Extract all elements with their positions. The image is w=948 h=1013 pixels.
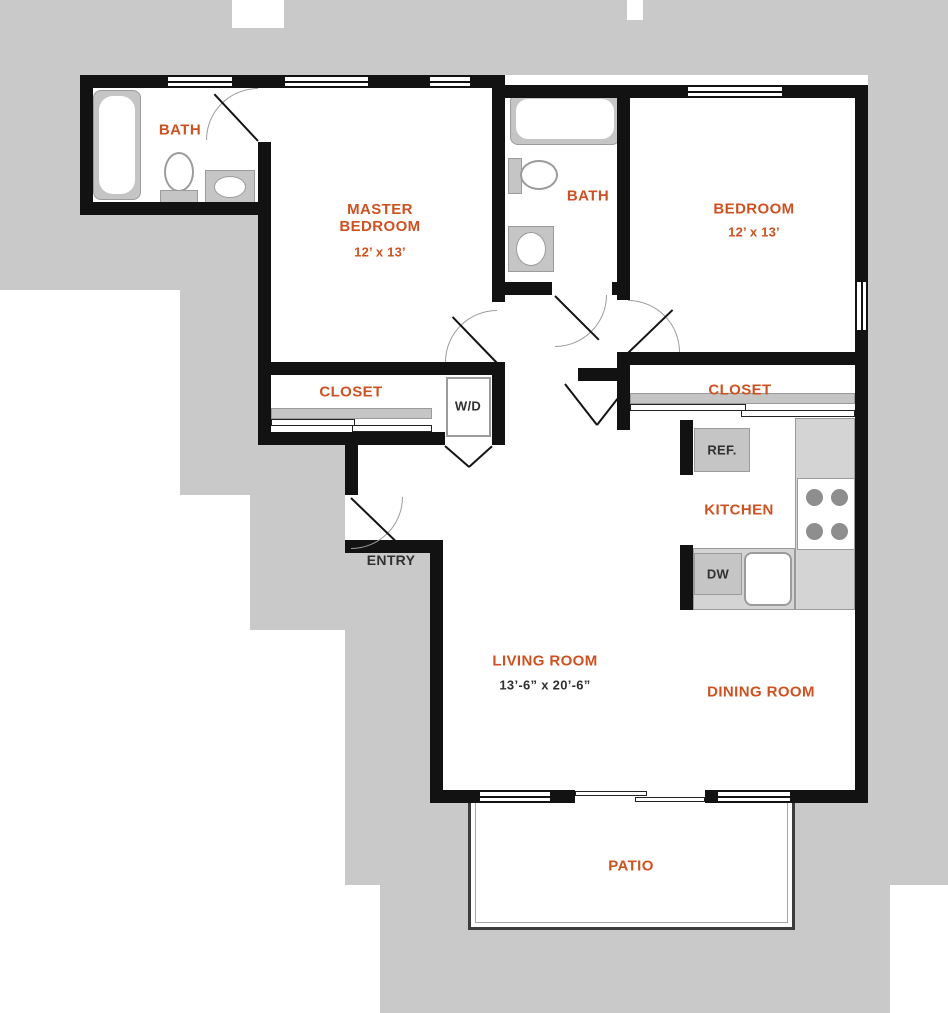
context-gap	[627, 0, 643, 20]
sink-basin	[516, 232, 546, 266]
label-living-room-dims: 13’-6” x 20’-6”	[499, 677, 591, 693]
closet-left-sliding-door	[271, 419, 355, 426]
label-bath-2: BATH	[566, 187, 610, 205]
washer-dryer-fixture	[446, 377, 491, 437]
wall-segment	[492, 362, 505, 445]
context-building	[250, 540, 345, 630]
label-dining-room: DINING ROOM	[707, 683, 815, 701]
label-master-bedroom-dims: 12’ x 13’	[354, 244, 406, 260]
label-patio: PATIO	[608, 857, 654, 875]
wall-segment	[505, 85, 868, 98]
bathtub-basin	[99, 96, 135, 194]
closet-left-shelf	[271, 408, 432, 419]
patio-sliding-door	[575, 790, 705, 803]
label-dishwasher: DW	[706, 566, 730, 582]
label-washer-dryer: W/D	[454, 398, 482, 414]
wall-segment	[345, 432, 358, 495]
toilet-fixture	[520, 160, 558, 190]
context-building	[180, 445, 345, 495]
context-building	[345, 553, 430, 630]
sink-basin	[214, 176, 246, 198]
closet-right-sliding-door	[630, 404, 746, 411]
context-building	[0, 215, 258, 290]
window	[168, 75, 232, 88]
label-refrigerator: REF.	[707, 442, 737, 458]
sliding-panel	[635, 797, 705, 802]
context-building	[0, 0, 948, 75]
window	[855, 282, 868, 330]
stove-burner	[831, 523, 848, 540]
window	[718, 790, 790, 803]
context-building	[180, 290, 258, 445]
stove-burner	[831, 489, 848, 506]
wall-segment	[855, 85, 868, 803]
closet-right-sliding-door	[741, 410, 855, 417]
label-closet-left: CLOSET	[319, 383, 383, 401]
closet-right-shelf	[630, 393, 855, 404]
closet-left-sliding-door	[352, 425, 432, 432]
label-closet-right: CLOSET	[708, 381, 772, 399]
toilet-fixture	[164, 152, 194, 192]
context-building	[868, 0, 948, 885]
window	[430, 75, 470, 88]
wall-segment	[80, 75, 93, 215]
window	[480, 790, 550, 803]
window	[688, 85, 782, 98]
wall-segment	[578, 368, 630, 381]
dishwasher-fixture	[694, 553, 742, 595]
wall-segment	[80, 202, 270, 215]
label-bedroom-dims: 12’ x 13’	[728, 224, 780, 240]
wall-segment	[430, 540, 443, 803]
context-building	[345, 803, 468, 885]
label-master-bedroom: MASTER BEDROOM	[339, 201, 421, 235]
window	[285, 75, 368, 88]
wall-segment	[258, 142, 271, 445]
context-building	[795, 803, 868, 885]
context-building	[345, 630, 430, 803]
wall-segment	[680, 545, 693, 610]
patio-outline	[468, 803, 795, 930]
wall-segment	[258, 75, 271, 88]
wall-segment	[258, 362, 505, 375]
wall-segment	[617, 352, 868, 365]
sliding-panel	[575, 791, 647, 796]
stove-fixture	[797, 478, 855, 550]
refrigerator-fixture	[694, 428, 750, 472]
label-kitchen: KITCHEN	[704, 501, 774, 519]
stove-burner	[806, 489, 823, 506]
label-bedroom: BEDROOM	[713, 200, 795, 218]
label-living-room: LIVING ROOM	[492, 652, 598, 670]
label-bath-1: BATH	[158, 121, 202, 139]
context-building	[250, 495, 345, 540]
wall-segment	[492, 75, 505, 302]
bathtub-basin	[516, 99, 614, 139]
patio-railing	[475, 803, 788, 923]
wall-segment	[505, 282, 552, 295]
label-entry: ENTRY	[366, 552, 416, 568]
stove-burner	[806, 523, 823, 540]
wall-segment	[617, 85, 630, 300]
kitchen-sink-fixture	[744, 552, 792, 606]
context-gap	[232, 0, 284, 28]
wall-segment	[680, 420, 693, 475]
